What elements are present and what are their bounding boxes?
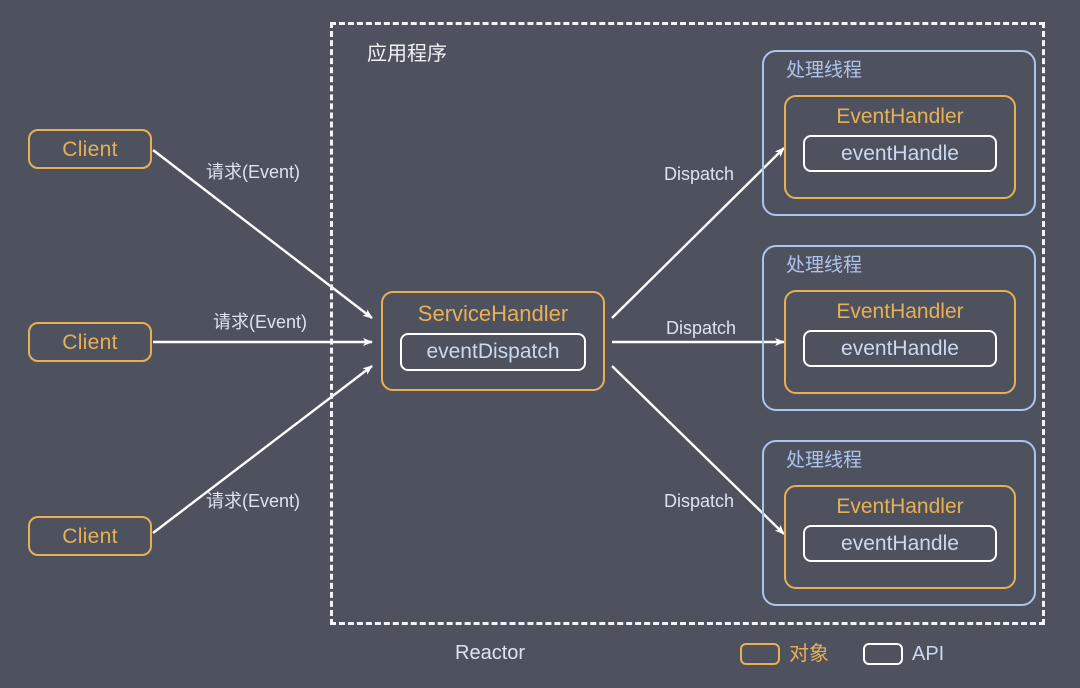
- client-box-1[interactable]: Client: [28, 129, 152, 169]
- edge-label-request-1: 请求(Event): [206, 162, 301, 182]
- service-handler-box[interactable]: ServiceHandler eventDispatch: [381, 291, 605, 391]
- legend-object-label: 对象: [789, 643, 829, 665]
- client-label-2: Client: [62, 330, 118, 354]
- event-handler-title-1: EventHandler: [836, 105, 964, 128]
- client-label-3: Client: [62, 524, 118, 548]
- handler-thread-label-3: 处理线程: [786, 450, 863, 471]
- event-handler-title-3: EventHandler: [836, 495, 964, 518]
- event-handler-api-box-2[interactable]: eventHandle: [803, 330, 997, 368]
- service-handler-title: ServiceHandler: [417, 301, 569, 326]
- event-handler-title-2: EventHandler: [836, 300, 964, 323]
- legend-object-swatch-icon: [740, 643, 780, 665]
- handler-thread-label-1: 处理线程: [786, 60, 863, 81]
- client-label-1: Client: [62, 137, 118, 161]
- handler-thread-2[interactable]: 处理线程 EventHandler eventHandle: [762, 245, 1036, 411]
- edge-label-request-3: 请求(Event): [206, 491, 301, 511]
- edge-label-dispatch-3: Dispatch: [664, 491, 735, 511]
- handler-thread-label-2: 处理线程: [786, 255, 863, 276]
- handler-thread-1[interactable]: 处理线程 EventHandler eventHandle: [762, 50, 1036, 216]
- event-handler-api-box-1[interactable]: eventHandle: [803, 135, 997, 173]
- edge-label-request-2: 请求(Event): [213, 312, 308, 332]
- application-boundary: [330, 22, 1045, 625]
- legend-api-swatch-icon: [863, 643, 903, 665]
- legend: 对象 API: [740, 643, 944, 665]
- handler-thread-3[interactable]: 处理线程 EventHandler eventHandle: [762, 440, 1036, 606]
- event-handler-box-2[interactable]: EventHandler eventHandle: [784, 290, 1016, 394]
- event-handler-box-3[interactable]: EventHandler eventHandle: [784, 485, 1016, 589]
- application-title: 应用程序: [367, 43, 447, 65]
- edge-label-dispatch-2: Dispatch: [666, 318, 737, 338]
- reactor-caption: Reactor: [455, 642, 526, 664]
- event-handler-api-box-3[interactable]: eventHandle: [803, 525, 997, 563]
- edge-label-dispatch-1: Dispatch: [664, 164, 735, 184]
- client-box-3[interactable]: Client: [28, 516, 152, 556]
- event-handler-box-1[interactable]: EventHandler eventHandle: [784, 95, 1016, 199]
- service-handler-api-box[interactable]: eventDispatch: [400, 333, 586, 372]
- client-box-2[interactable]: Client: [28, 322, 152, 362]
- legend-api-label: API: [912, 643, 945, 665]
